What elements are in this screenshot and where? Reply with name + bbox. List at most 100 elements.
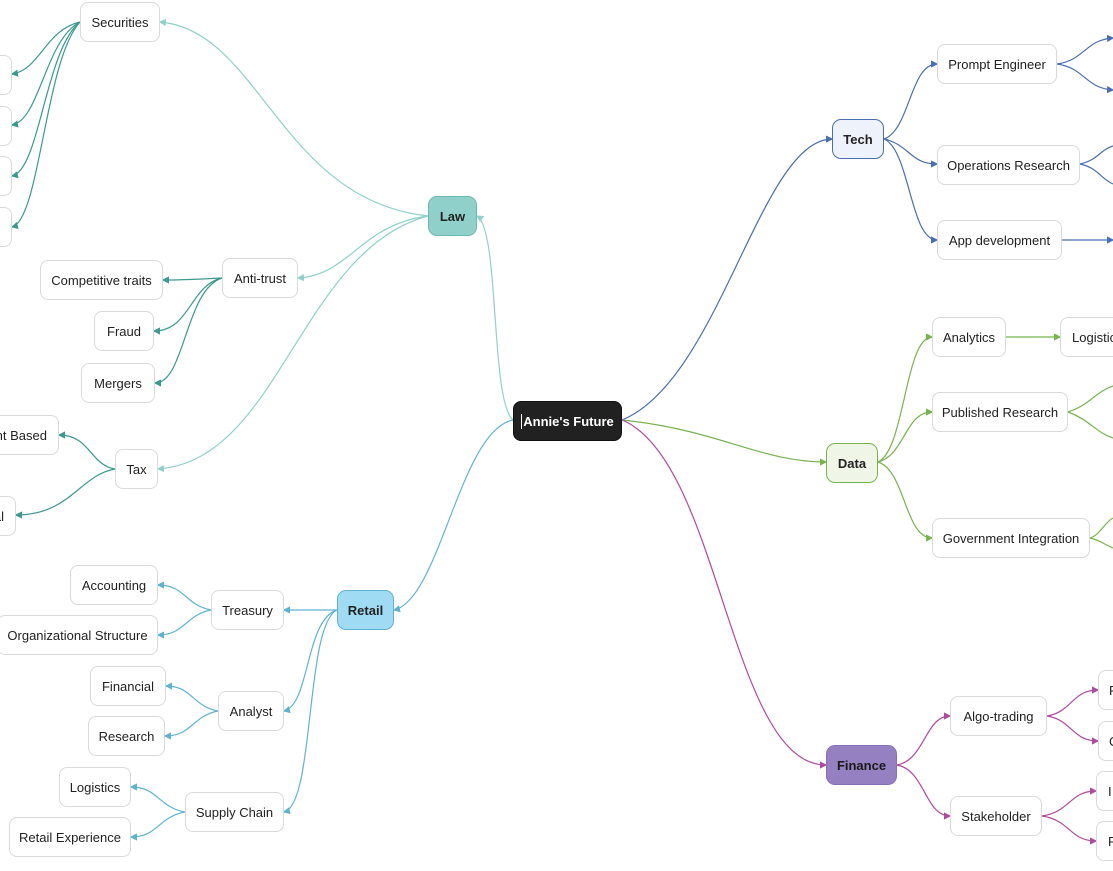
subtopic-algo-child-2[interactable]: C (1098, 721, 1113, 761)
edge-anti-mergers (153, 277, 223, 387)
subtopic-label: Operations Research (947, 157, 1070, 173)
subtopic-label: Accounting (81, 577, 147, 593)
topic-law[interactable]: Law (428, 196, 477, 236)
edge-tre-acc (156, 581, 212, 611)
topic-data-label: Data (837, 455, 867, 471)
edge-sec-2 (10, 21, 81, 128)
edge-stake-a (1041, 787, 1098, 817)
edge-ops-a (1079, 145, 1113, 165)
edge-anti-fraud (152, 277, 223, 335)
subtopic-fraud[interactable]: Fraud (94, 311, 154, 351)
edge-anti-comp (161, 276, 223, 284)
text-cursor (521, 413, 523, 429)
subtopic-tax-child-1[interactable]: nt Based (0, 415, 59, 455)
subtopic-prompt-engineer[interactable]: Prompt Engineer (937, 44, 1057, 84)
edge-ops-b (1079, 163, 1113, 185)
subtopic-analytics[interactable]: Analytics (932, 317, 1006, 357)
edge-law-securities (158, 18, 429, 217)
subtopic-retail-experience[interactable]: Retail Experience (9, 817, 131, 857)
subtopic-label: Fraud (107, 323, 141, 339)
topic-data[interactable]: Data (826, 443, 878, 483)
subtopic-securities-child-4[interactable] (0, 207, 12, 247)
topic-tech[interactable]: Tech (832, 119, 884, 159)
topic-retail[interactable]: Retail (337, 590, 394, 630)
subtopic-algo-trading[interactable]: Algo-trading (950, 696, 1047, 736)
edge-root-tech (621, 135, 834, 421)
subtopic-label: Anti-trust (233, 270, 286, 286)
topic-tech-label: Tech (843, 131, 873, 147)
subtopic-accounting[interactable]: Accounting (70, 565, 158, 605)
subtopic-securities-child-3[interactable] (0, 156, 12, 196)
edge-published-b (1067, 411, 1113, 439)
edge-sup-retail (129, 811, 186, 841)
subtopic-analyst[interactable]: Analyst (218, 691, 284, 731)
subtopic-tax-child-2[interactable]: al (0, 496, 16, 536)
subtopic-logistics[interactable]: Logistics (59, 767, 131, 807)
subtopic-label: Tax (126, 461, 147, 477)
subtopic-operations-research[interactable]: Operations Research (937, 145, 1080, 185)
edge-algo-b (1046, 715, 1100, 745)
edge-root-law (475, 215, 514, 421)
subtopic-label: al (0, 508, 4, 524)
edge-sec-1 (10, 21, 81, 77)
subtopic-securities[interactable]: Securities (80, 2, 160, 42)
subtopic-label: Competitive traits (51, 272, 152, 288)
edge-sec-3 (10, 21, 81, 179)
subtopic-treasury[interactable]: Treasury (211, 590, 284, 630)
subtopic-label: Mergers (94, 375, 142, 391)
subtopic-stake-child-2[interactable]: F (1096, 821, 1113, 861)
subtopic-label: Retail Experience (19, 829, 121, 845)
subtopic-label: Financial (101, 678, 155, 694)
edge-fin-stake (896, 764, 952, 820)
subtopic-label: Logistics (69, 779, 121, 795)
subtopic-organizational-structure[interactable]: Organizational Structure (0, 615, 158, 655)
subtopic-label: Published Research (941, 404, 1059, 420)
subtopic-tax[interactable]: Tax (115, 449, 158, 489)
subtopic-label: Analytics (942, 329, 996, 345)
subtopic-label: Securities (91, 14, 149, 30)
subtopic-anti-trust[interactable]: Anti-trust (222, 258, 298, 298)
subtopic-label: Government Integration (942, 530, 1080, 546)
edge-data-analytics (877, 333, 934, 463)
edge-gov-b (1089, 537, 1113, 549)
subtopic-label: nt Based (0, 427, 47, 443)
subtopic-financial[interactable]: Financial (90, 666, 166, 706)
subtopic-government-integration[interactable]: Government Integration (932, 518, 1090, 558)
topic-retail-label: Retail (347, 602, 384, 618)
subtopic-stakeholder[interactable]: Stakeholder (950, 796, 1042, 836)
edge-root-data (621, 419, 828, 466)
subtopic-mergers[interactable]: Mergers (81, 363, 155, 403)
edge-ret-supply (282, 609, 338, 815)
subtopic-securities-child-1[interactable] (0, 55, 12, 95)
subtopic-published-research[interactable]: Published Research (932, 392, 1068, 432)
edge-prompt-a (1056, 34, 1113, 65)
edge-ana-fin (164, 682, 219, 712)
subtopic-supply-chain[interactable]: Supply Chain (185, 792, 284, 832)
subtopic-label: Research (98, 728, 155, 744)
subtopic-competitive-traits[interactable]: Competitive traits (40, 260, 163, 300)
edge-tax-a (57, 431, 116, 470)
root-node[interactable]: Annie's Future (513, 401, 622, 441)
edge-law-tax (156, 215, 429, 473)
subtopic-label: I (1108, 783, 1112, 799)
edge-tech-prompt (883, 60, 939, 140)
subtopic-label: Prompt Engineer (948, 56, 1046, 72)
edge-tax-b (14, 468, 116, 519)
subtopic-app-development[interactable]: App development (937, 220, 1062, 260)
subtopic-label: Stakeholder (961, 808, 1031, 824)
subtopic-label: Organizational Structure (7, 627, 148, 643)
subtopic-stake-child-1[interactable]: I (1096, 771, 1113, 811)
subtopic-label: Supply Chain (195, 804, 274, 820)
subtopic-securities-child-2[interactable] (0, 106, 12, 146)
edge-ana-res (163, 710, 219, 740)
edge-data-published (877, 408, 934, 463)
topic-finance-label: Finance (836, 757, 887, 773)
edge-fin-algo (896, 712, 952, 766)
subtopic-algo-child-1[interactable]: F (1098, 670, 1113, 710)
subtopic-logistic[interactable]: Logistic (1060, 317, 1113, 357)
topic-finance[interactable]: Finance (826, 745, 897, 785)
edge-gov-a (1089, 517, 1113, 539)
edge-data-gov (877, 461, 934, 542)
edge-root-retail (392, 419, 514, 613)
subtopic-research[interactable]: Research (88, 716, 165, 756)
